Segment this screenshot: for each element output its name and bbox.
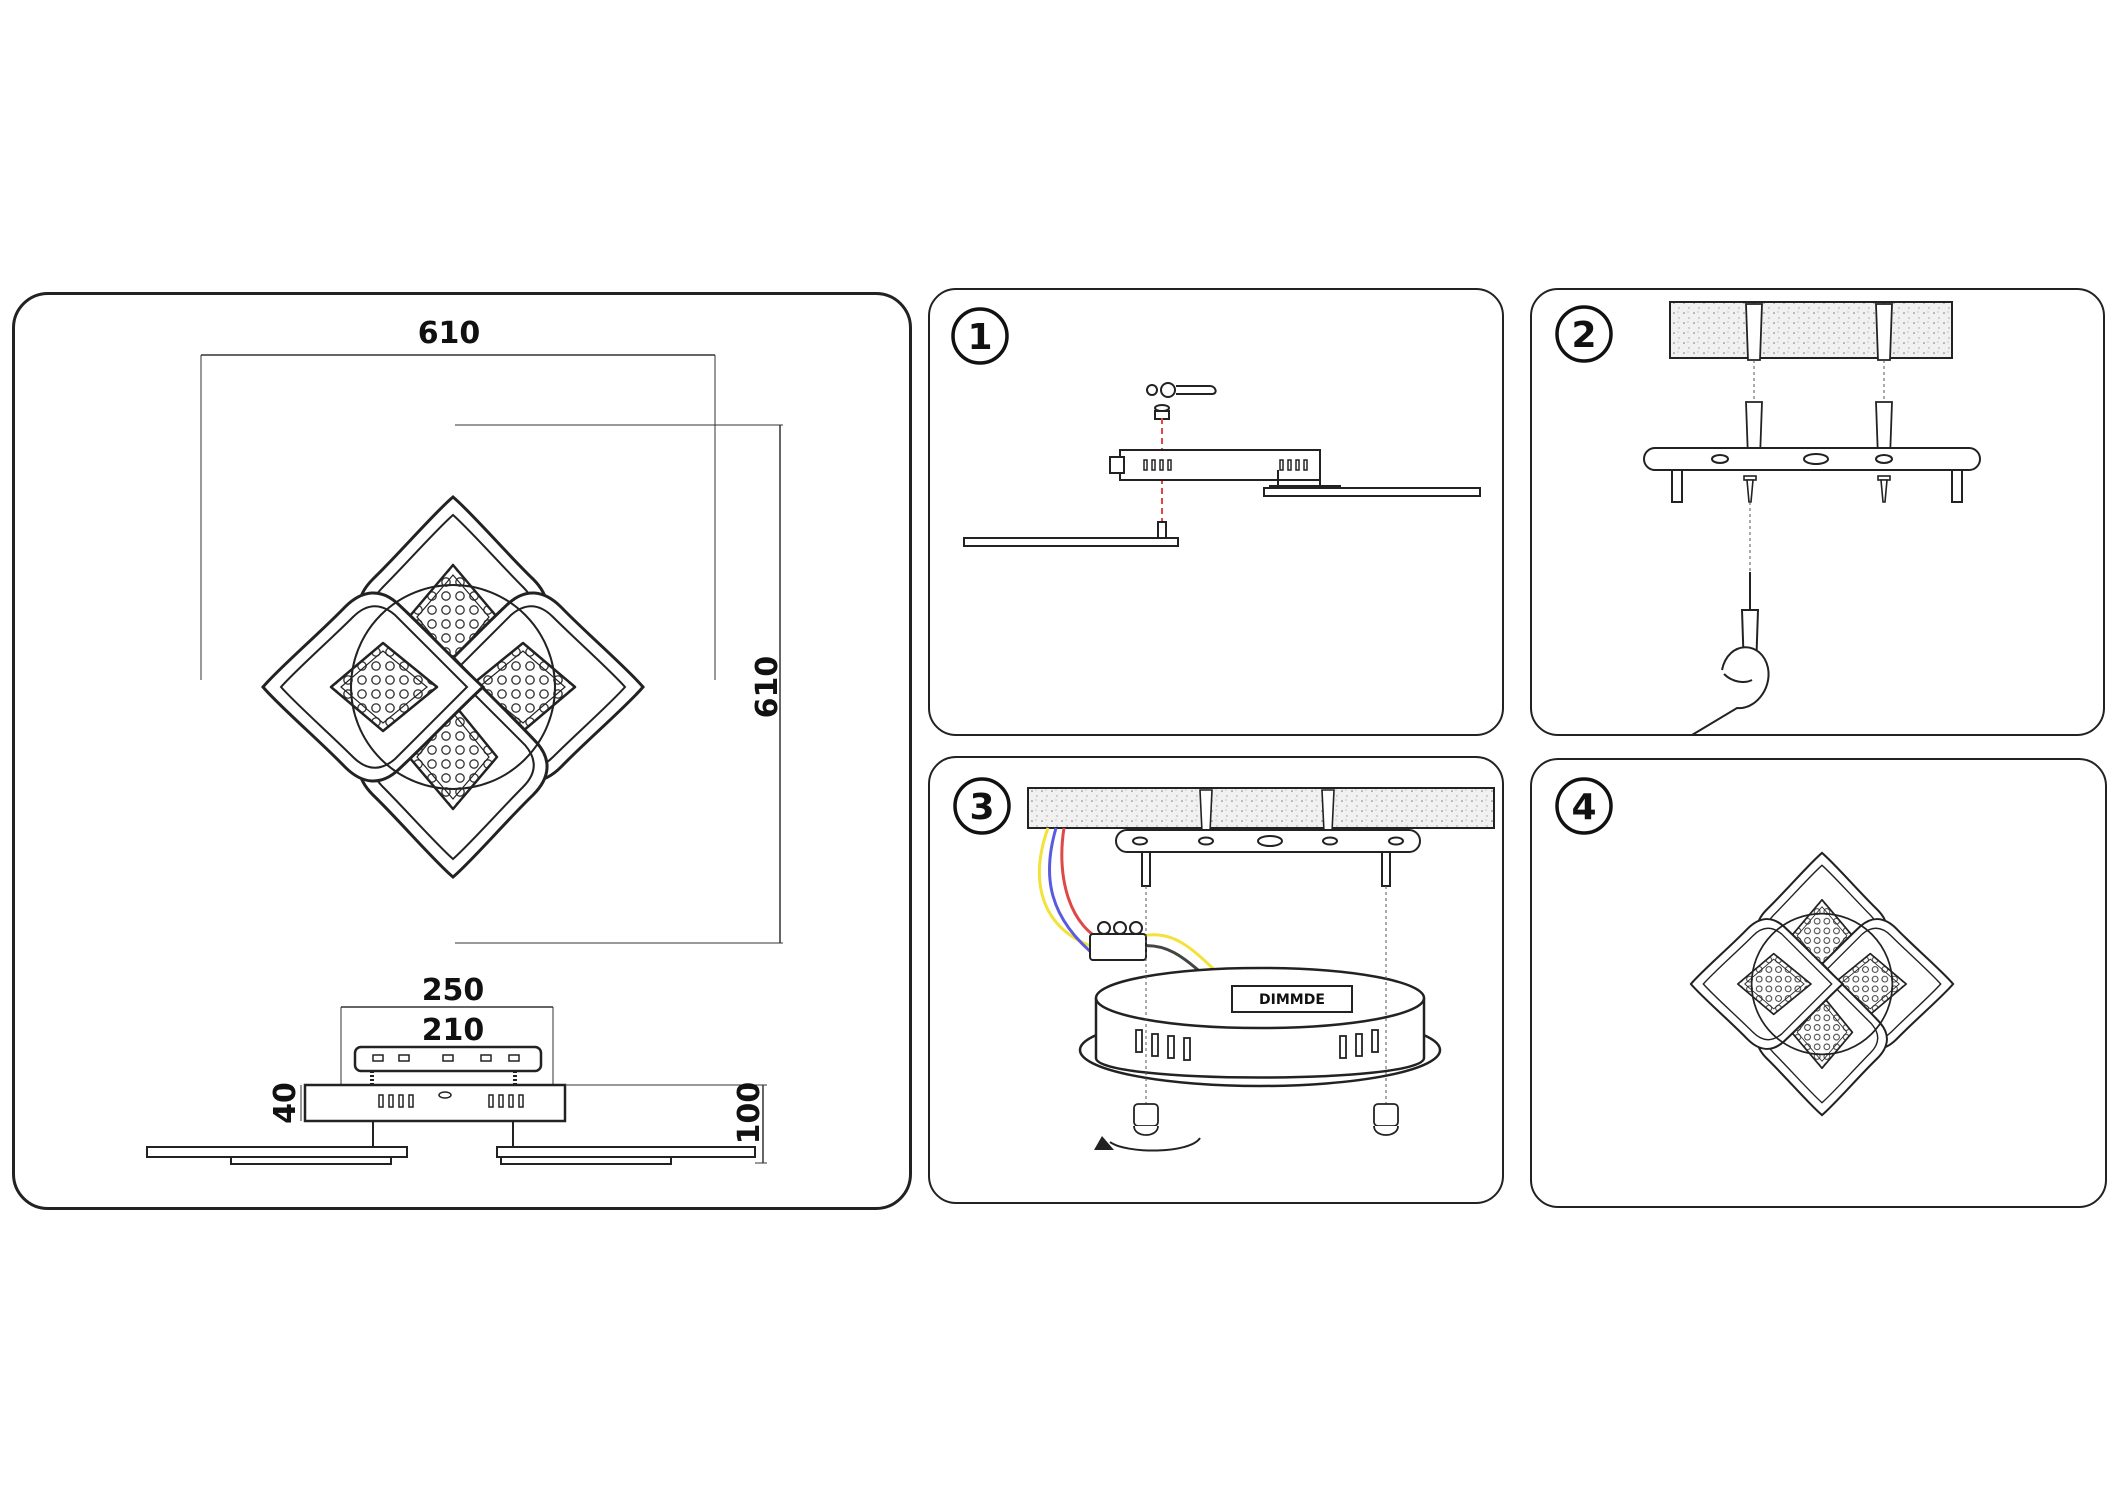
ceiling-block (1027, 787, 1495, 829)
svg-text:2: 2 (1571, 315, 1596, 356)
height-dimension-label: 610 (750, 656, 785, 719)
base-outer-dimension-label: 250 (422, 973, 485, 1008)
step-2-panel: 2 (1530, 288, 2105, 736)
step-4-drawing: 4 (1555, 777, 1955, 1117)
step-2-badge: 2 (1555, 305, 1613, 363)
nut-washer-icon (1154, 404, 1170, 420)
base-height-dimension-label: 40 (268, 1082, 303, 1124)
step-4-badge: 4 (1555, 777, 1613, 835)
terminal-block-icon (1089, 921, 1147, 961)
ceiling-block (1669, 301, 1953, 359)
wall-anchor-icon (1745, 303, 1893, 459)
base-inner-dimension-label: 210 (422, 1013, 485, 1048)
screwdriver-icon (1691, 572, 1770, 736)
step-1-badge: 1 (951, 307, 1009, 365)
fixture-side-view: 250 210 (146, 973, 767, 1165)
fixture-top-view (261, 495, 645, 879)
svg-text:3: 3 (969, 787, 994, 828)
screwdriver-key-icon (1146, 382, 1217, 398)
cap-nut-icon (1133, 1103, 1399, 1136)
driver-label-box: DIMMDE (1231, 985, 1353, 1013)
svg-text:4: 4 (1571, 787, 1596, 828)
step-1-drawing: 1 (951, 307, 1481, 547)
width-dimension-label: 610 (418, 316, 481, 351)
mounting-bracket (1115, 829, 1421, 887)
total-height-dimension-label: 100 (732, 1082, 767, 1145)
step-4-panel: 4 (1530, 758, 2107, 1208)
mounting-bracket (1643, 447, 1981, 503)
wall-anchor-icon (1199, 789, 1335, 833)
step-3-badge: 3 (953, 777, 1011, 835)
dimension-panel: 610 610 250 210 (12, 292, 912, 1210)
installed-fixture-icon (1689, 851, 1955, 1117)
step-3-panel: 3 (928, 756, 1504, 1204)
screw-icon (1743, 475, 1891, 503)
svg-text:1: 1 (967, 317, 992, 358)
step-1-panel: 1 (928, 288, 1504, 736)
step-3-drawing: 3 (953, 777, 1495, 1152)
arm-plates (963, 470, 1481, 547)
step-2-drawing: 2 (1555, 301, 1981, 736)
svg-text:DIMMDE: DIMMDE (1259, 992, 1325, 1008)
driver-box (1109, 449, 1321, 481)
rotate-arrow-icon (1109, 1137, 1201, 1152)
dimension-drawing: 610 610 250 210 (146, 316, 785, 1165)
